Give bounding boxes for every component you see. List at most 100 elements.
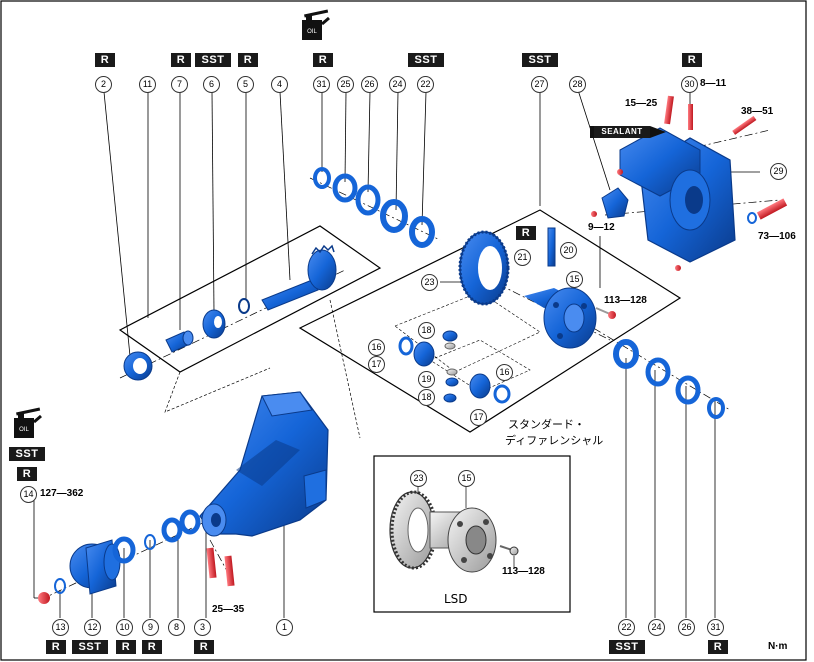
callout-26: 26 xyxy=(678,619,695,636)
part-5-ring xyxy=(238,298,250,314)
lsd-label: LSD xyxy=(444,592,468,606)
callout-30: 30 xyxy=(681,76,698,93)
r-badge: R xyxy=(194,640,214,654)
callout-25: 25 xyxy=(337,76,354,93)
callout-23: 23 xyxy=(410,470,427,487)
differential-group-box xyxy=(298,209,682,433)
part-12-companion-flange xyxy=(69,539,121,595)
lsd-case-15 xyxy=(429,507,497,573)
part-1-carrier-housing xyxy=(199,391,329,537)
lsd-ring-gear-23 xyxy=(389,490,438,570)
sst-badge: SST xyxy=(522,53,558,67)
parts-right-shim-stack xyxy=(613,339,725,419)
part-1-studs xyxy=(206,547,235,587)
part-17-side-gear-left xyxy=(413,341,435,367)
callout-24: 24 xyxy=(648,619,665,636)
callout-6: 6 xyxy=(203,76,220,93)
callout-4: 4 xyxy=(271,76,288,93)
part-6-bearing xyxy=(202,309,226,339)
standard-diff-label-1: スタンダード・ xyxy=(508,418,585,431)
r-badge: R xyxy=(313,53,333,67)
callout-15: 15 xyxy=(566,271,583,288)
callout-16: 16 xyxy=(368,339,385,356)
oil-label: OIL xyxy=(307,29,317,35)
part-17-side-gear-right xyxy=(469,373,491,399)
callout-29: 29 xyxy=(770,163,787,180)
torque-bolt-right: 38—51 xyxy=(741,106,774,117)
torque-28: 9—12 xyxy=(588,222,615,233)
callout-19: 19 xyxy=(418,371,435,388)
part-15-diff-case xyxy=(524,287,597,349)
r-badge: R xyxy=(46,640,66,654)
oil-can-icon: OIL xyxy=(302,9,330,40)
r-badge: R xyxy=(238,53,258,67)
oil-can-icon: OIL xyxy=(14,407,42,438)
part-16-washer-right xyxy=(493,384,511,404)
part-10-seal xyxy=(112,536,136,564)
lsd-bolt xyxy=(499,545,519,556)
callout-17: 17 xyxy=(368,356,385,373)
callout-20: 20 xyxy=(560,242,577,259)
part-18-pinion-gear-bottom xyxy=(443,393,457,403)
callout-13: 13 xyxy=(52,619,69,636)
sst-badge: SST xyxy=(195,53,231,67)
torque-diff-bolt: 113—128 xyxy=(604,295,647,306)
callout-10: 10 xyxy=(116,619,133,636)
lsd-inset-box xyxy=(373,455,571,613)
callout-leaders xyxy=(33,89,760,618)
part-15-bolt xyxy=(595,307,616,319)
r-badge: R xyxy=(17,467,37,481)
callout-26: 26 xyxy=(361,76,378,93)
part-14-nut xyxy=(38,592,50,604)
r-badge: R xyxy=(682,53,702,67)
part-16-washer-left xyxy=(398,336,414,356)
cover-bolts xyxy=(591,95,788,271)
r-badge: R xyxy=(708,640,728,654)
part-23-ring-gear xyxy=(458,230,510,306)
torque-lsd-bolt: 113—128 xyxy=(502,566,545,577)
sst-badge: SST xyxy=(9,447,45,461)
callout-7: 7 xyxy=(171,76,188,93)
part-29-rear-cover xyxy=(619,127,736,263)
r-badge: R xyxy=(171,53,191,67)
standard-diff-label-2: ディファレンシャル xyxy=(505,434,604,447)
sealant-badge: SEALANT xyxy=(594,126,650,138)
part-7-spacer xyxy=(165,330,194,353)
callout-27: 27 xyxy=(531,76,548,93)
r-badge: R xyxy=(116,640,136,654)
callout-28: 28 xyxy=(569,76,586,93)
callout-23: 23 xyxy=(421,274,438,291)
parts-top-shim-stack xyxy=(313,167,435,248)
part-4-drive-pinion xyxy=(261,244,337,311)
r-badge: R xyxy=(516,226,536,240)
part-9-ring xyxy=(144,534,156,550)
callout-31: 31 xyxy=(313,76,330,93)
sst-badge: SST xyxy=(609,640,645,654)
torque-studs: 25—35 xyxy=(212,604,245,615)
r-badge: R xyxy=(142,640,162,654)
callout-1: 1 xyxy=(276,619,293,636)
callout-12: 12 xyxy=(84,619,101,636)
part-18-pinion-gear-top xyxy=(442,330,458,350)
part-8-bearing xyxy=(161,517,183,543)
part-3-bearing-race xyxy=(179,509,201,535)
torque-long-bolt: 73—106 xyxy=(758,231,796,242)
part-20-pin xyxy=(547,227,556,267)
callout-9: 9 xyxy=(142,619,159,636)
callout-31: 31 xyxy=(707,619,724,636)
callout-16: 16 xyxy=(496,364,513,381)
callout-5: 5 xyxy=(237,76,254,93)
part-19-thrust-washer xyxy=(445,368,459,387)
callout-18: 18 xyxy=(418,389,435,406)
callout-3: 3 xyxy=(194,619,211,636)
torque-30: 8—11 xyxy=(700,78,727,89)
sst-badge: SST xyxy=(72,640,108,654)
part-28-bracket xyxy=(601,187,629,219)
callout-14: 14 xyxy=(20,486,37,503)
callout-17: 17 xyxy=(470,409,487,426)
callout-11: 11 xyxy=(139,76,156,93)
callout-22: 22 xyxy=(618,619,635,636)
oil-label: OIL xyxy=(19,427,29,433)
torque-bolt-top: 15—25 xyxy=(625,98,658,109)
